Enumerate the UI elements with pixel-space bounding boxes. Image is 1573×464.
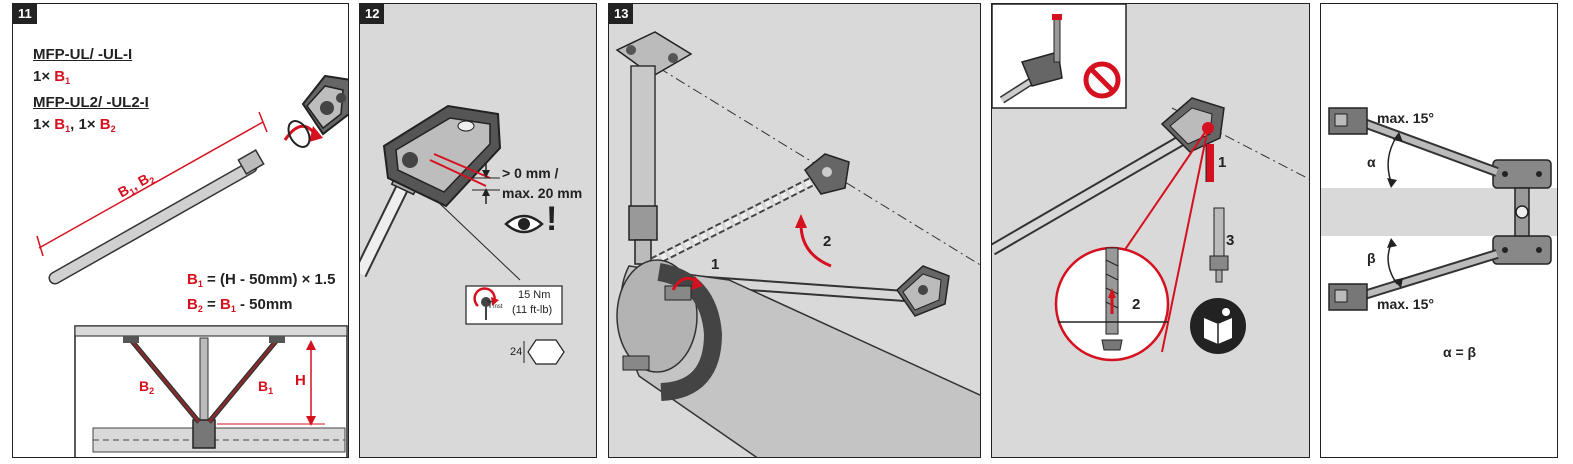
- label-sub: 2: [149, 386, 155, 396]
- beta-label: β: [1367, 250, 1376, 266]
- step-1: 1: [1218, 154, 1227, 171]
- label-b: B: [187, 296, 198, 313]
- formula-b2: B2 = B1 - 50mm: [187, 296, 293, 314]
- lower-clamp: [1492, 235, 1552, 265]
- gap-line-bottom: [429, 159, 487, 187]
- label-sub: 1: [197, 279, 203, 289]
- formula-text: = (H - 50mm) × 1.5: [202, 271, 336, 288]
- torque-symbol: Tinst: [487, 300, 502, 311]
- vertical-hanger: [630, 65, 656, 217]
- formula-text: =: [202, 296, 220, 313]
- inset-label-b1: B1: [258, 378, 273, 396]
- inset-hanger: [199, 337, 209, 423]
- product-title-ul2: MFP-UL2/ -UL2-I: [33, 94, 149, 111]
- gap-line-top: [433, 153, 491, 179]
- hex-size-icon: [527, 339, 565, 365]
- torque-t: T: [487, 300, 494, 311]
- hex-nut: [237, 149, 265, 175]
- prohibited-icon: [1083, 61, 1121, 99]
- label-b: B: [139, 378, 150, 394]
- label-b: B: [54, 116, 66, 133]
- gap-min-text: > 0 mm /: [502, 165, 559, 181]
- panel-11-drawing: [36, 74, 348, 457]
- alpha-label: α: [1367, 154, 1376, 170]
- label-sub: 2: [197, 304, 203, 314]
- manual-icon: [1190, 298, 1246, 354]
- torque-sub: inst: [493, 304, 503, 310]
- gap-max-text: max. 20 mm: [502, 185, 583, 201]
- inset-ceiling: [74, 325, 348, 337]
- panel-12: 12: [359, 3, 597, 458]
- upper-bracket: [803, 153, 850, 195]
- swivel-bracket: [301, 74, 348, 136]
- panel-11: 11: [12, 3, 349, 458]
- label-sub: 2: [110, 124, 116, 134]
- label-b: B: [187, 271, 198, 288]
- max-angle-top: max. 15°: [1377, 110, 1434, 126]
- qty-prefix: 1×: [33, 116, 51, 133]
- panel-number: 13: [609, 4, 634, 24]
- panel-number: 12: [360, 4, 385, 24]
- formula-text: - 50mm: [235, 296, 293, 313]
- torque-nm: 15 Nm: [518, 289, 551, 301]
- panel-13: 13: [608, 3, 981, 458]
- upper-clamp: [1492, 159, 1552, 189]
- label-sub: 1: [268, 386, 274, 396]
- torque-wrench-icon: [473, 287, 499, 320]
- attention-exclaim: !: [546, 200, 558, 238]
- swing-arrow-2: [799, 223, 832, 268]
- anchor-bolt: [1213, 207, 1225, 263]
- max-angle-bottom: max. 15°: [1377, 296, 1434, 312]
- qty-sep: , 1×: [70, 116, 96, 133]
- label-b: B: [258, 378, 269, 394]
- pipe-clamp: [657, 263, 723, 401]
- equation: α = β: [1443, 344, 1477, 360]
- step-3: 3: [1226, 232, 1235, 249]
- panel-angles-drawing: [1321, 107, 1557, 311]
- torque-ftlb: (11 ft-lb): [512, 304, 553, 316]
- panel-number: 11: [13, 4, 37, 24]
- inset-label-h: H: [295, 372, 306, 389]
- step-2: 2: [823, 233, 832, 250]
- step-1: 1: [711, 256, 720, 273]
- label-sub: 1: [65, 124, 71, 134]
- inset-label-b2: B2: [139, 378, 154, 396]
- label-b: B: [99, 116, 111, 133]
- wrench-size: 24: [510, 346, 523, 358]
- dimension-line: [38, 121, 264, 249]
- product-title-ul: MFP-UL/ -UL-I: [33, 46, 133, 63]
- panel-12-drawing: [360, 104, 565, 365]
- drill-mark: [1206, 144, 1214, 182]
- alpha-arc: [1387, 135, 1398, 183]
- panel-13-drawing: [615, 31, 980, 457]
- panel-14-drawing: [992, 4, 1309, 362]
- lower-bracket: [896, 265, 950, 317]
- swivel-bracket: [382, 104, 502, 208]
- qty-line-1: 1× B1: [33, 68, 70, 86]
- swivel-bracket: [1160, 97, 1225, 153]
- qty-prefix: 1×: [33, 68, 51, 85]
- step-2: 2: [1132, 296, 1141, 313]
- beta-arc: [1387, 243, 1398, 285]
- label-sub: 1: [65, 76, 71, 86]
- formula-b1: B1 = (H - 50mm) × 1.5: [187, 271, 335, 289]
- eye-icon: [504, 214, 544, 234]
- label-sub: 1: [230, 304, 236, 314]
- label-b: B: [219, 296, 231, 313]
- panel-14: 14: [991, 3, 1310, 458]
- label-b: B: [54, 68, 66, 85]
- panel-angles: max. 15° α β max. 15° α = β: [1320, 3, 1558, 458]
- qty-line-2: 1× B1, 1× B2: [33, 116, 116, 134]
